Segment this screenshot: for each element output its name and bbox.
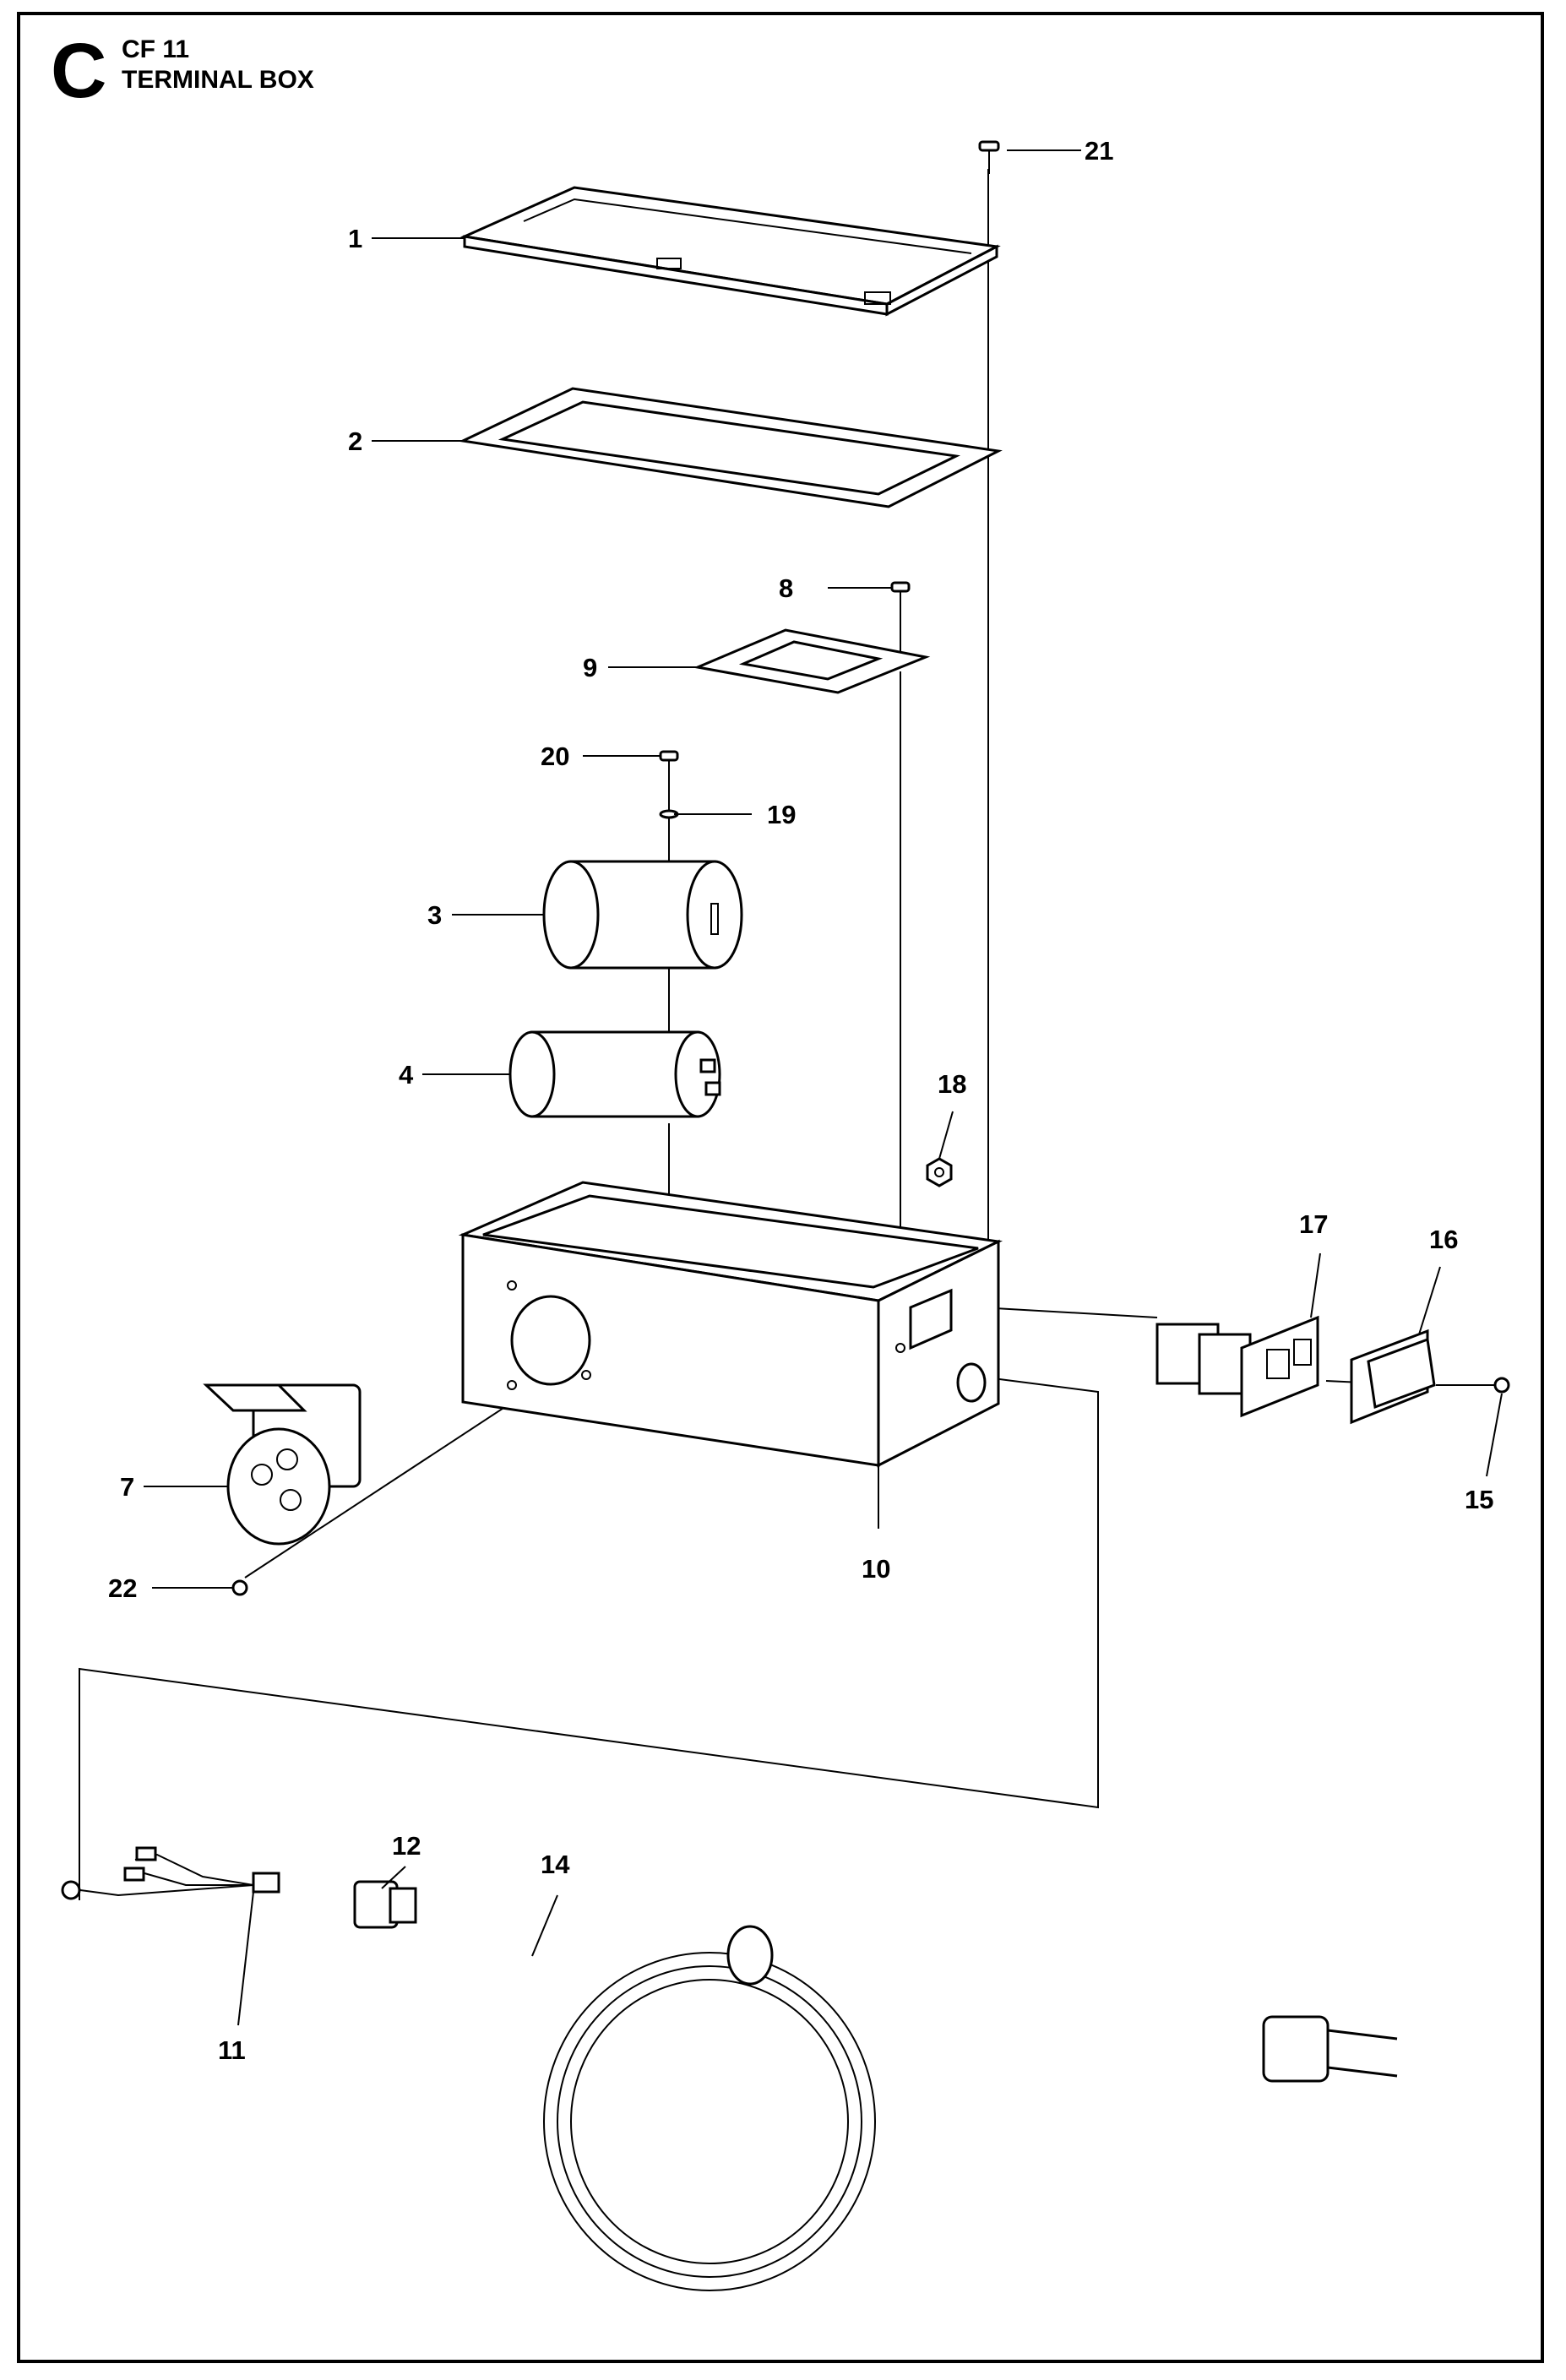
- part-12-cable-gland: [353, 1880, 417, 1929]
- callout-18: 18: [938, 1069, 966, 1099]
- part-17-switch: [1155, 1315, 1319, 1418]
- part-4-capacitor: [508, 1030, 721, 1118]
- callout-3: 3: [427, 900, 442, 930]
- part-1-lid: [459, 186, 1001, 317]
- callout-8: 8: [779, 573, 793, 603]
- part-2-gasket: [458, 387, 1003, 508]
- callout-4: 4: [399, 1060, 414, 1089]
- callout-19: 19: [767, 800, 796, 829]
- callout-1: 1: [348, 224, 362, 253]
- assembly-axis-lines: [79, 169, 1476, 1900]
- part-16-cover: [1350, 1329, 1436, 1425]
- callout-10: 10: [862, 1554, 890, 1584]
- part-9-plate: [693, 628, 931, 694]
- section-letter: C: [51, 28, 107, 114]
- part-14-power-cable: [253, 1882, 1264, 2291]
- model-label: CF 11: [122, 35, 190, 63]
- callout-labels: 1 2 3 4 7 8 9 10 11 12 14 15 16 17 18 19…: [108, 136, 1493, 2065]
- callout-17: 17: [1299, 1209, 1328, 1239]
- diagram-frame: [17, 12, 1544, 2363]
- callout-9: 9: [583, 653, 597, 682]
- leader-lines: [144, 149, 1503, 2026]
- callout-12: 12: [392, 1831, 421, 1861]
- part-14-plug: [1262, 2015, 1398, 2083]
- part-20-screw: [659, 750, 679, 779]
- diagram-title: TERMINAL BOX: [122, 66, 314, 94]
- part-22-screw: [231, 1579, 248, 1596]
- part-8-screw: [890, 581, 911, 610]
- part-11-wire-leads: [61, 1846, 280, 1900]
- callout-11: 11: [218, 2035, 246, 2065]
- part-15-screw: [1476, 1377, 1510, 1394]
- part-21-screw: [978, 140, 1000, 174]
- callout-7: 7: [120, 1472, 134, 1502]
- callout-22: 22: [108, 1573, 137, 1603]
- callout-20: 20: [541, 742, 569, 771]
- part-3-capacitor: [542, 860, 743, 970]
- part-7-socket: [203, 1383, 362, 1546]
- callout-16: 16: [1429, 1225, 1458, 1254]
- callout-21: 21: [1085, 136, 1113, 166]
- part-10-terminal-box: [458, 1181, 1003, 1468]
- part-18-nut: [926, 1157, 953, 1187]
- callout-2: 2: [348, 427, 362, 456]
- callout-14: 14: [541, 1850, 570, 1879]
- callout-15: 15: [1465, 1485, 1493, 1514]
